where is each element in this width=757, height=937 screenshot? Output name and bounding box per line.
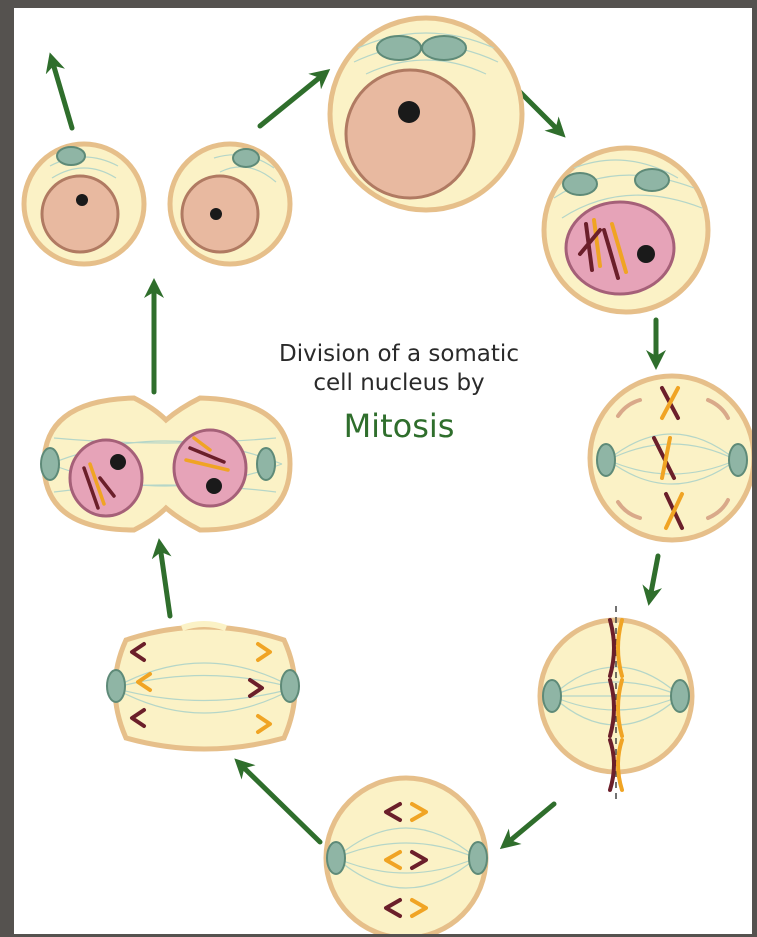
nucleus xyxy=(346,70,474,198)
nucleolus xyxy=(398,101,420,123)
arrow-exit xyxy=(52,60,72,128)
centrosome xyxy=(635,169,669,191)
centrosome xyxy=(597,444,615,476)
anaphase-cell xyxy=(326,778,487,934)
centrosome xyxy=(469,842,487,874)
arrow-early-telophase-to-telophase xyxy=(160,546,170,616)
centrosome xyxy=(327,842,345,874)
prophase-cell xyxy=(544,148,708,312)
early-telophase-cell xyxy=(107,624,299,749)
centrosome xyxy=(57,147,85,165)
centrosome xyxy=(377,36,421,60)
metaphase-cell xyxy=(540,606,692,804)
nucleus xyxy=(70,440,142,516)
nucleolus xyxy=(110,454,126,470)
mitosis-diagram xyxy=(14,8,752,934)
daughter-cell-left xyxy=(24,144,144,264)
nucleus xyxy=(174,430,246,506)
centrosome xyxy=(281,670,299,702)
interphase-cell xyxy=(330,18,522,210)
centrosome xyxy=(563,173,597,195)
caption-title: Mitosis xyxy=(264,400,534,452)
nucleolus xyxy=(76,194,88,206)
arrow-anaphase-to-early-telophase xyxy=(240,764,320,842)
diagram-caption: Division of a somatic cell nucleus by Mi… xyxy=(264,340,534,452)
centrosome xyxy=(41,448,59,480)
centrosome xyxy=(543,680,561,712)
arrow-metaphase-to-anaphase xyxy=(506,804,554,844)
caption-line-1: Division of a somatic xyxy=(264,340,534,369)
nucleolus xyxy=(637,245,655,263)
centrosome xyxy=(233,149,259,167)
nucleus xyxy=(42,176,118,252)
nucleolus xyxy=(206,478,222,494)
arrow-prometaphase-to-metaphase xyxy=(650,556,658,598)
prometaphase-cell xyxy=(590,376,752,540)
centrosome xyxy=(107,670,125,702)
telophase-cell xyxy=(41,398,290,530)
centrosome xyxy=(671,680,689,712)
nucleolus xyxy=(210,208,222,220)
diagram-frame: Division of a somatic cell nucleus by Mi… xyxy=(14,8,752,934)
arrow-to-top xyxy=(260,74,324,126)
centrosome xyxy=(257,448,275,480)
caption-line-2: cell nucleus by xyxy=(264,369,534,398)
centrosome xyxy=(422,36,466,60)
daughter-cell-right xyxy=(170,144,290,264)
centrosome xyxy=(729,444,747,476)
